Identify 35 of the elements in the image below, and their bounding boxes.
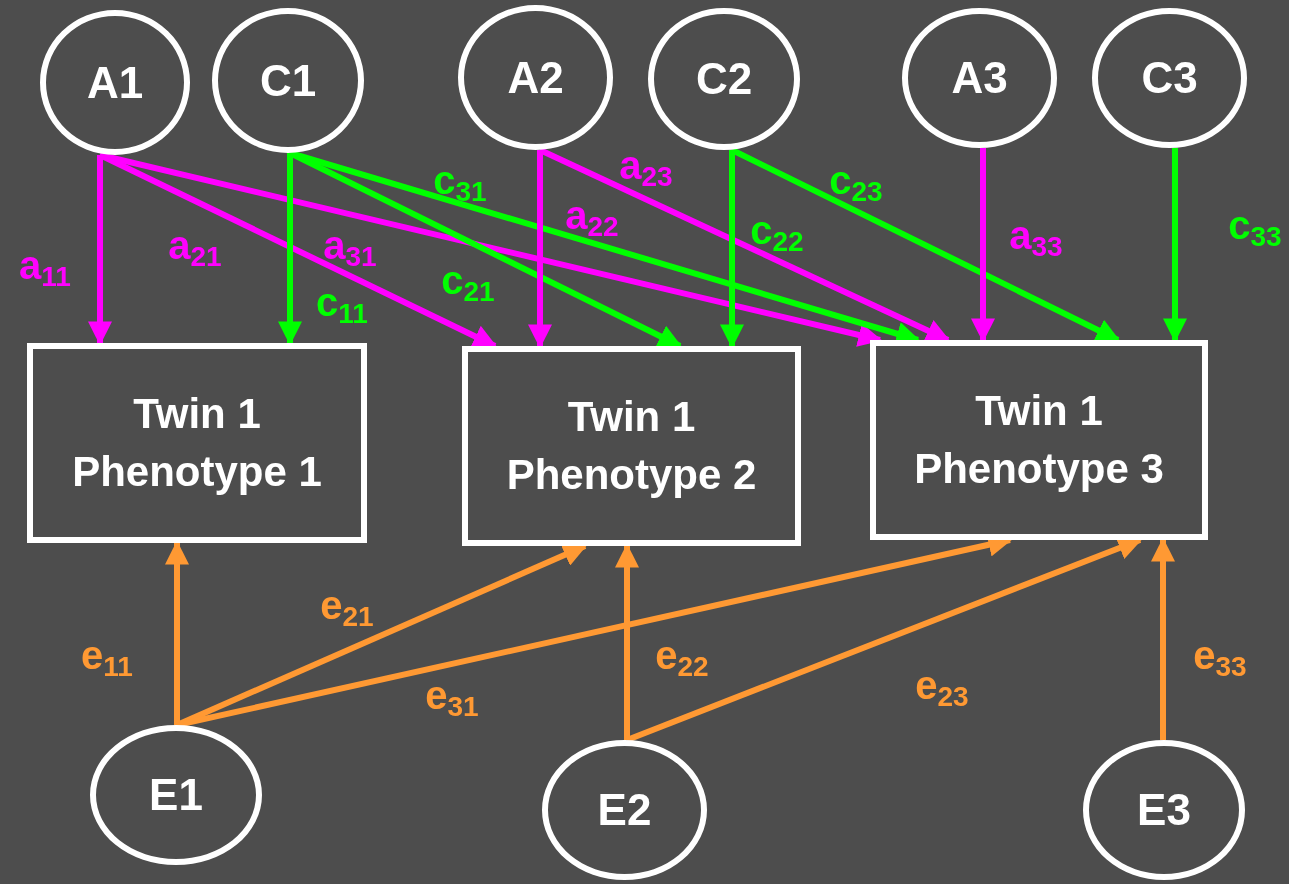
path-coefficient-label: e$_{23}$ <box>915 665 969 705</box>
arrow <box>971 148 995 343</box>
path-coefficient-label: a$_{33}$ <box>1009 215 1063 255</box>
arrow <box>88 155 112 346</box>
path-coefficient-label: a$_{31}$ <box>323 225 377 265</box>
latent-factor-ellipse: A3 <box>902 8 1057 148</box>
path-coefficient-label: e$_{11}$ <box>81 635 133 675</box>
path-coefficient-label: c$_{33}$ <box>1228 205 1282 245</box>
phenotype-box: Twin 1 Phenotype 1 <box>27 343 367 543</box>
path-coefficient-label: e$_{31}$ <box>425 675 479 715</box>
phenotype-box: Twin 1 Phenotype 2 <box>462 346 801 546</box>
arrow <box>528 150 552 349</box>
path-coefficient-label: a$_{21}$ <box>168 225 222 265</box>
path-coefficient-label: e$_{21}$ <box>320 585 374 625</box>
path-coefficient-label: c$_{23}$ <box>829 160 883 200</box>
latent-factor-ellipse: A1 <box>40 10 190 155</box>
latent-factor-ellipse: E1 <box>90 725 262 865</box>
latent-factor-ellipse: C3 <box>1092 8 1247 148</box>
arrow <box>720 150 744 349</box>
latent-factor-ellipse: C2 <box>648 8 800 150</box>
arrow <box>1163 148 1187 343</box>
latent-factor-ellipse: E3 <box>1083 740 1245 880</box>
path-coefficient-label: c$_{22}$ <box>750 210 804 250</box>
latent-factor-ellipse: A2 <box>458 5 613 150</box>
phenotype-box: Twin 1 Phenotype 3 <box>870 340 1208 540</box>
path-coefficient-label: c$_{21}$ <box>441 260 495 300</box>
path-coefficient-label: e$_{22}$ <box>655 635 709 675</box>
path-coefficient-label: e$_{33}$ <box>1193 635 1247 675</box>
latent-factor-ellipse: E2 <box>542 740 707 880</box>
latent-factor-ellipse: C1 <box>212 8 364 153</box>
path-coefficient-label: c$_{11}$ <box>316 282 368 322</box>
path-coefficient-label: c$_{31}$ <box>433 160 487 200</box>
path-coefficient-label: a$_{22}$ <box>565 195 619 235</box>
path-coefficient-label: a$_{11}$ <box>19 245 71 285</box>
arrow <box>278 153 302 346</box>
